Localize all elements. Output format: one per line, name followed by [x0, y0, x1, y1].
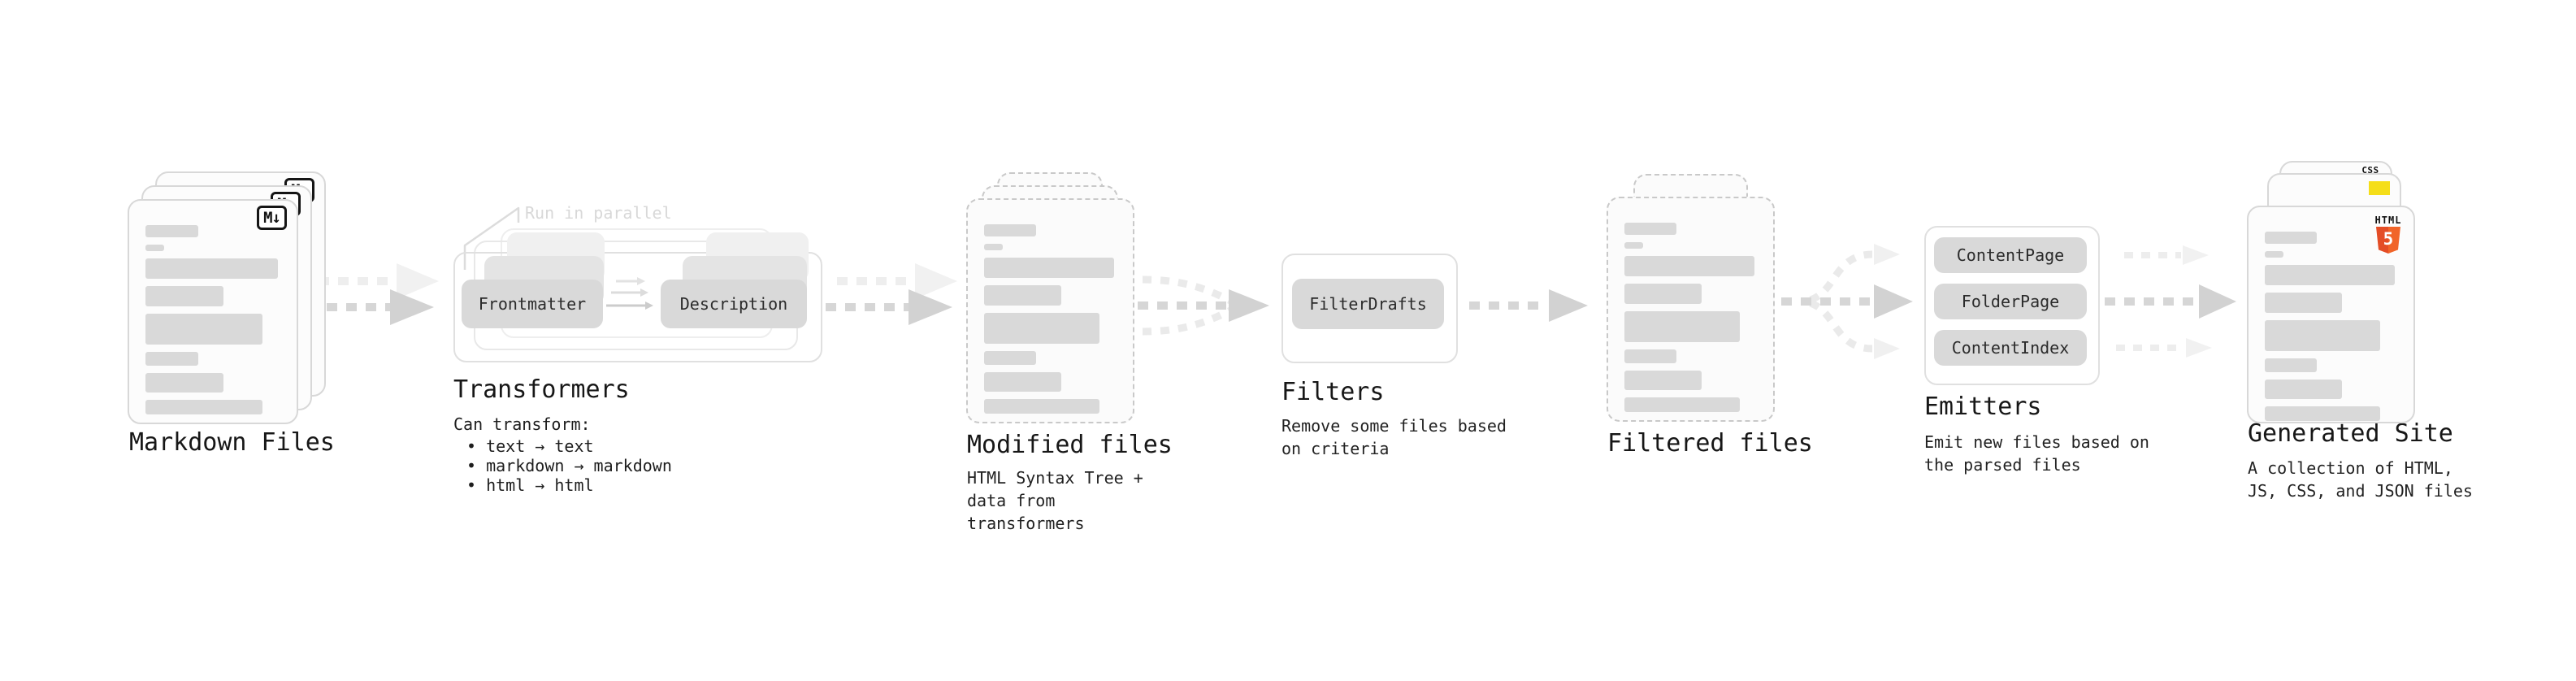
placeholder-bar [1624, 397, 1740, 412]
stage-modified-files: Modified files HTML Syntax Tree + data f… [966, 172, 1177, 533]
transformers-bullet: • text → text [466, 436, 594, 456]
stage-subtitle-generated-site: A collection of HTML, JS, CSS, and JSON … [2248, 458, 2473, 501]
flow-arrow-filters-to-filtered [1469, 289, 1588, 322]
document-content-placeholder [984, 224, 1117, 421]
html5-shield: 5 [2376, 227, 2400, 254]
placeholder-bar [984, 244, 1003, 250]
placeholder-bar [984, 258, 1114, 278]
emitter-pill-folderpage: FolderPage [1934, 284, 2087, 319]
transformer-pill-description: Description [661, 280, 807, 328]
filters-frame [1281, 254, 1458, 363]
placeholder-bar [1624, 311, 1740, 342]
stage-title-transformers: Transformers [453, 375, 630, 404]
stage-title-modified-files: Modified files [967, 431, 1173, 459]
document-content-placeholder [2265, 232, 2397, 428]
transformer-frame [453, 252, 822, 362]
stage-subtitle-filters: Remove some files based on criteria [1281, 416, 1507, 458]
placeholder-bar [145, 225, 198, 237]
flow-arrow-filtered-to-emitters [1781, 244, 1913, 359]
transformers-bullet: • markdown → markdown [466, 456, 672, 475]
transformers-note-heading: Can transform: [453, 414, 591, 434]
placeholder-bar [984, 224, 1036, 236]
placeholder-bar [1624, 371, 1702, 390]
parallel-arrows [606, 277, 653, 310]
placeholder-bar [2265, 380, 2342, 399]
placeholder-bar [1624, 284, 1702, 304]
document-content-placeholder [145, 225, 280, 422]
emitter-pill-contentpage: ContentPage [1934, 237, 2087, 273]
stage-subtitle-emitters: Emit new files based on the parsed files [1924, 432, 2149, 475]
placeholder-bar [2265, 358, 2317, 372]
stage-filters: FilterDrafts Filters Remove some files b… [1281, 254, 1525, 465]
placeholder-bar [145, 286, 224, 306]
stage-transformers: Run in parallel Frontmatter Description … [453, 195, 835, 504]
stage-emitters: ContentPage FolderPage ContentIndex Emit… [1924, 226, 2168, 478]
stage-title-generated-site: Generated Site [2248, 419, 2453, 448]
placeholder-bar [1624, 349, 1676, 363]
filtered-file-card-front [1607, 197, 1775, 422]
placeholder-bar [145, 245, 165, 251]
stage-generated-site: CSS HTML 5 Generated Site A collection o… [2247, 161, 2491, 510]
placeholder-bar [984, 313, 1099, 344]
placeholder-bar [2265, 251, 2283, 258]
transformer-pill-frontmatter: Frontmatter [462, 280, 603, 328]
placeholder-bar [145, 400, 263, 414]
markdown-icon: M↓ [257, 206, 287, 230]
html5-icon: HTML 5 [2373, 215, 2404, 254]
stage-subtitle-modified-files: HTML Syntax Tree + data from transformer… [967, 468, 1143, 533]
placeholder-bar [984, 399, 1099, 414]
filter-pill-filterdrafts: FilterDrafts [1292, 279, 1444, 329]
flow-arrow-modified-to-filters [1138, 275, 1269, 336]
stage-title-markdown-files: Markdown Files [129, 428, 335, 457]
emitter-pill-contentindex: ContentIndex [1934, 330, 2087, 366]
run-in-parallel-annotation: Run in parallel [525, 203, 672, 223]
css-badge-label: CSS [2361, 165, 2379, 176]
placeholder-bar [2265, 320, 2380, 351]
placeholder-bar [984, 285, 1061, 306]
modified-file-card-front [966, 198, 1134, 423]
placeholder-bar [1624, 256, 1754, 276]
placeholder-bar [1624, 223, 1676, 235]
stage-title-filtered-files: Filtered files [1607, 429, 1813, 458]
placeholder-bar [1624, 242, 1643, 249]
flow-arrow-markdown-to-transformers [307, 263, 439, 325]
flow-arrow-transformers-to-modified [826, 263, 957, 325]
stage-title-emitters: Emitters [1924, 393, 2042, 421]
placeholder-bar [2265, 293, 2342, 313]
stage-filtered-files: Filtered files [1607, 174, 1818, 483]
placeholder-bar [2265, 406, 2380, 421]
placeholder-bar [145, 258, 278, 279]
document-content-placeholder [1624, 223, 1757, 419]
html5-word: HTML [2374, 215, 2402, 226]
stage-title-filters: Filters [1281, 378, 1385, 406]
emitters-frame [1924, 226, 2100, 385]
placeholder-bar [2265, 265, 2395, 285]
placeholder-bar [145, 314, 263, 345]
markdown-file-card-front: M↓ [128, 199, 298, 424]
placeholder-bar [984, 372, 1061, 392]
site-file-card-html: HTML 5 [2247, 206, 2415, 423]
placeholder-bar [2265, 232, 2317, 244]
js-badge [2369, 181, 2390, 195]
placeholder-bar [984, 351, 1036, 365]
stage-markdown-files: M↓ M↓ M↓ Markdown Files [128, 158, 339, 484]
placeholder-bar [145, 352, 198, 366]
placeholder-bar [145, 373, 224, 393]
transformers-bullet: • html → html [466, 475, 594, 495]
flow-arrow-emitters-to-site [2105, 245, 2236, 358]
